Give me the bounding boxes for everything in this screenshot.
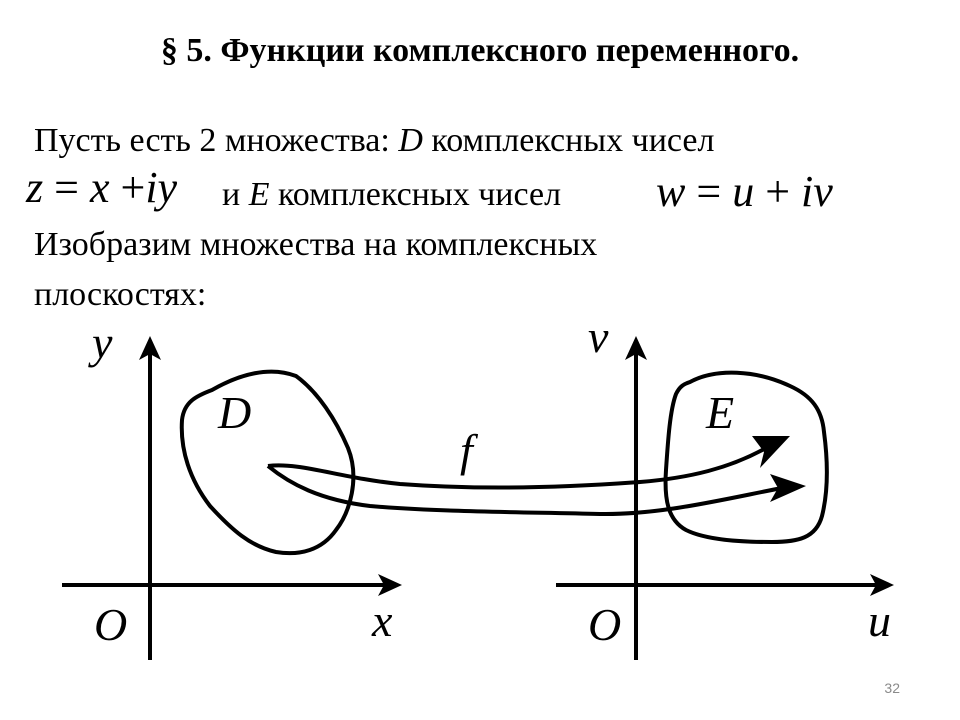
formula-w: w = u + iv (656, 166, 833, 217)
right-x-arrowhead (870, 574, 894, 596)
tube-upper-edge (267, 446, 767, 490)
line1-suffix: комплексных чисел (422, 122, 715, 159)
tube-lower-edge (266, 464, 783, 517)
left-y-label: y (88, 317, 113, 368)
formula-z-plus: + (120, 163, 146, 212)
line2-prefix: и (222, 176, 249, 213)
formula-z-b: iy (145, 163, 178, 212)
left-x-arrowhead (378, 574, 402, 596)
line1-prefix: Пусть есть 2 множества: (34, 122, 399, 159)
right-y-label: v (588, 311, 609, 362)
formula-z-eq: = (54, 163, 79, 212)
text-line-1: Пусть есть 2 множества: D комплексных чи… (34, 122, 714, 160)
text-line-3: Изобразим множества на комплексных (34, 226, 598, 263)
left-plane: y x O D (62, 317, 402, 660)
tube-upper-arrowhead (752, 436, 790, 468)
page-number: 32 (884, 680, 900, 696)
formula-z-lhs: z (26, 163, 44, 212)
text-line-4: плоскостях: (34, 276, 207, 313)
line1-set-d: D (398, 122, 423, 159)
formula-w-lhs: w (656, 167, 686, 216)
tube-lower-arrowhead (770, 474, 806, 502)
region-d-boundary (179, 369, 356, 556)
mapping-tube: f (266, 425, 806, 517)
left-y-arrowhead (139, 336, 161, 360)
line2-suffix: комплексных чисел (269, 176, 562, 213)
right-origin-label: O (588, 599, 621, 650)
slide-title: § 5. Функции комплексного переменного. (160, 32, 800, 69)
formula-w-a: u (732, 167, 755, 216)
left-origin-label: O (94, 599, 127, 650)
formula-w-b: iv (801, 167, 833, 216)
formula-w-plus: + (765, 167, 791, 216)
region-d-label: D (217, 387, 251, 438)
formula-w-eq: = (696, 167, 722, 216)
mapping-label-f: f (460, 425, 479, 476)
left-x-label: x (371, 595, 393, 646)
region-e-boundary (663, 370, 829, 545)
right-plane: v u O E (556, 311, 894, 660)
right-x-label: u (868, 595, 891, 646)
right-y-arrowhead (625, 336, 647, 360)
region-e-label: E (705, 387, 734, 438)
formula-z: z = x +iy (26, 162, 177, 213)
line2-set-e: E (248, 176, 270, 213)
formula-z-a: x (89, 163, 110, 212)
text-line-2: и E комплексных чисел (222, 176, 561, 214)
